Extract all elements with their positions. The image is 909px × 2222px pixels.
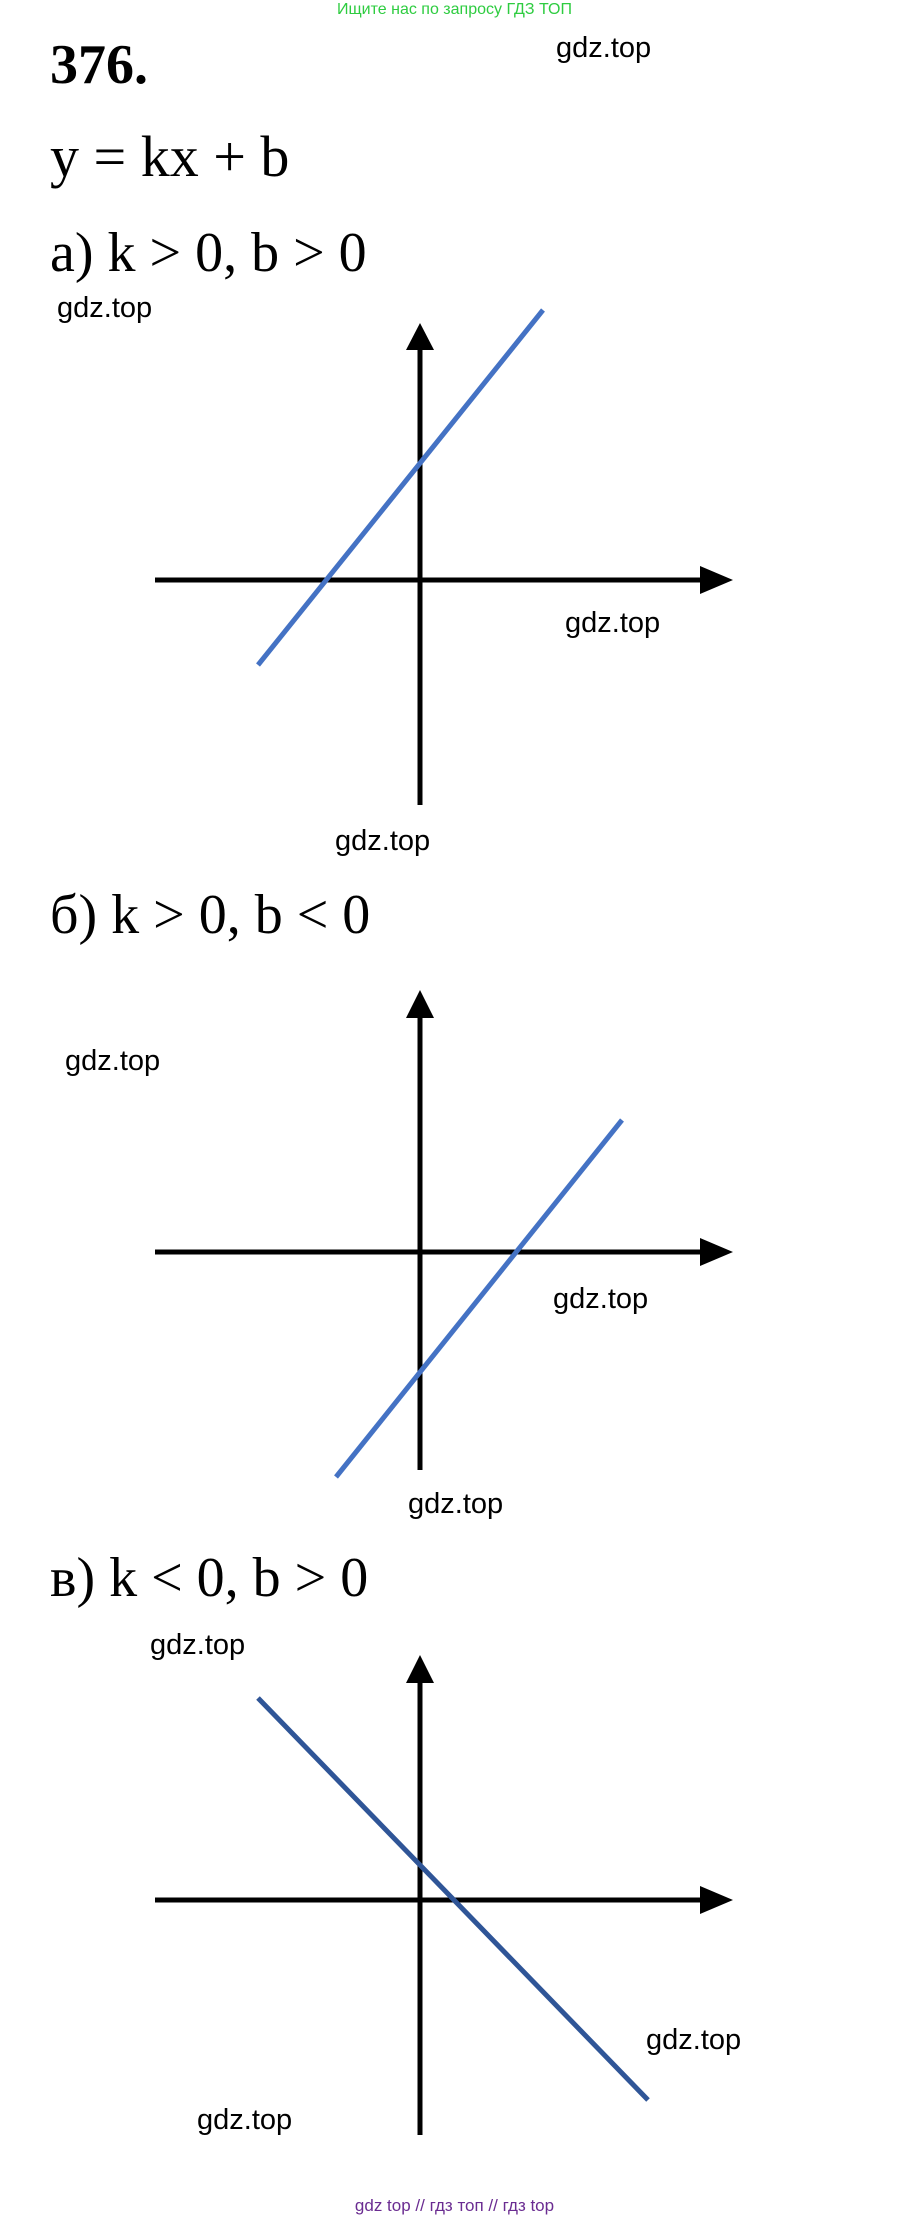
watermark-text: gdz.top xyxy=(57,292,153,324)
problem-number: 376. xyxy=(50,34,148,96)
watermark-text: gdz.top xyxy=(553,1283,649,1315)
watermark-text: gdz.top xyxy=(556,32,652,64)
watermark-text: gdz.top xyxy=(65,1045,161,1077)
graph-a xyxy=(155,308,733,805)
axes xyxy=(155,340,700,805)
graph-line xyxy=(334,1118,624,1479)
y-axis-arrowhead xyxy=(406,1655,434,1683)
case-c-label: в) k < 0, b > 0 xyxy=(50,1547,369,1609)
x-axis-arrowhead xyxy=(700,1238,733,1266)
formula: y = kx + b xyxy=(50,124,290,189)
y-axis-arrowhead xyxy=(406,990,434,1018)
watermark-text: gdz.top xyxy=(408,1488,504,1520)
graph-c xyxy=(155,1655,733,2135)
graph-line xyxy=(256,308,545,667)
case-b-label: б) k > 0, b < 0 xyxy=(50,884,371,946)
watermark-text: gdz.top xyxy=(335,825,431,857)
x-axis-arrowhead xyxy=(700,1886,733,1914)
watermark-text: gdz.top xyxy=(150,1629,246,1661)
y-axis-arrowhead xyxy=(406,323,434,350)
footer-links: gdz top // гдз топ // гдз top xyxy=(354,2196,555,2215)
x-axis-arrowhead xyxy=(700,566,733,594)
top-banner: Ищите нас по запросу ГДЗ ТОП xyxy=(337,1,572,18)
watermark-text: gdz.top xyxy=(565,607,661,639)
watermark-text: gdz.top xyxy=(197,2104,293,2136)
graph-b xyxy=(155,990,733,1479)
graph-line xyxy=(256,1696,650,2102)
case-a-label: а) k > 0, b > 0 xyxy=(50,222,367,284)
watermark-text: gdz.top xyxy=(646,2024,742,2056)
